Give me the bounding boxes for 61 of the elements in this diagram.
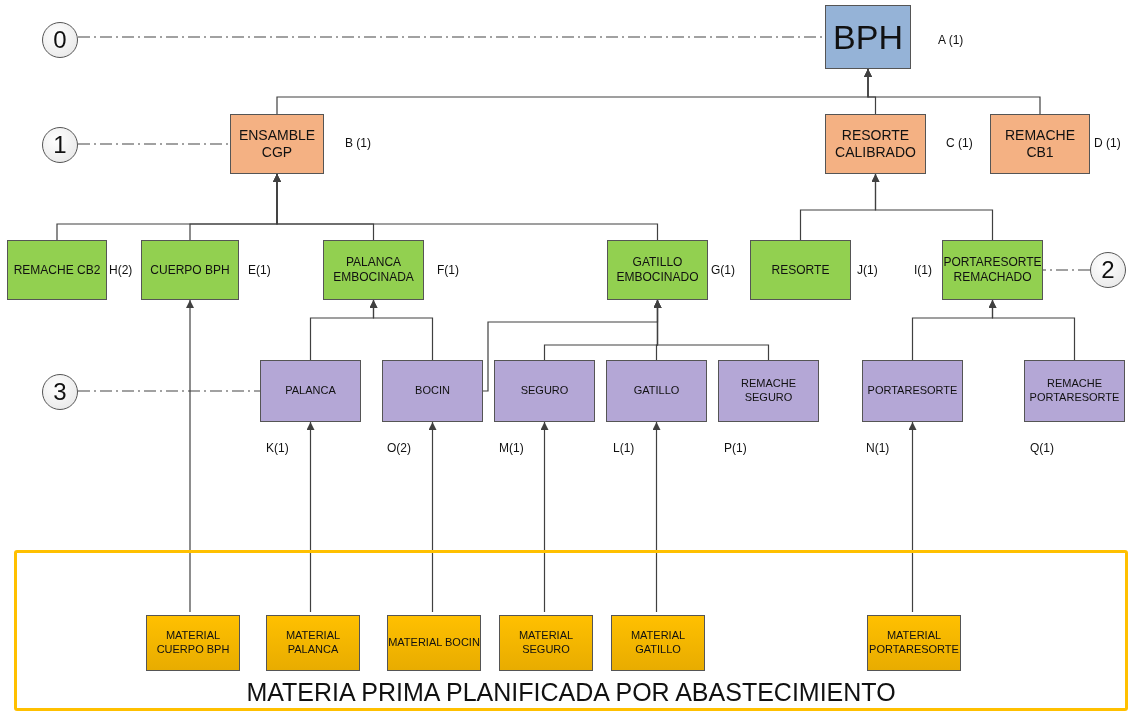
part-box: PORTARESORTE — [862, 360, 963, 422]
material-box: MATERIAL PORTARESORTE — [867, 615, 961, 671]
assembly-box: REMACHE CB1 — [990, 114, 1090, 174]
quantity-label: J(1) — [857, 263, 878, 277]
subassembly-box: REMACHE CB2 — [7, 240, 107, 300]
quantity-label: I(1) — [914, 263, 932, 277]
quantity-label: A (1) — [938, 33, 964, 47]
part-box: REMACHE PORTARESORTE — [1024, 360, 1125, 422]
subassembly-box: CUERPO BPH — [141, 240, 239, 300]
level-guide-line — [1042, 269, 1091, 271]
part-box: BOCIN — [382, 360, 483, 422]
part-box: GATILLO — [606, 360, 707, 422]
arrow — [652, 421, 661, 613]
quantity-label: N(1) — [866, 441, 890, 455]
level-circle: 2 — [1090, 252, 1126, 288]
quantity-label: G(1) — [711, 263, 735, 277]
subassembly-box: PALANCA EMBOCINADA — [323, 240, 424, 300]
arrow — [540, 421, 549, 613]
subassembly-box: GATILLO EMBOCINADO — [607, 240, 708, 300]
material-box: MATERIAL CUERPO BPH — [146, 615, 240, 671]
subassembly-box: RESORTE — [750, 240, 851, 300]
quantity-label: K(1) — [266, 441, 289, 455]
quantity-label: M(1) — [499, 441, 524, 455]
level-guide-line — [77, 390, 261, 392]
level-circle: 3 — [42, 374, 78, 410]
arrow — [653, 299, 770, 361]
arrow — [186, 299, 194, 613]
material-box: MATERIAL PALANCA — [266, 615, 360, 671]
assembly-box: ENSAMBLE CGP — [230, 114, 324, 174]
quantity-label: F(1) — [437, 263, 459, 277]
arrow — [988, 299, 1076, 361]
arrow — [871, 173, 994, 241]
level-circle: 1 — [42, 127, 78, 163]
quantity-label: C (1) — [946, 136, 973, 150]
product-box: BPH — [825, 5, 911, 69]
level-guide-line — [77, 143, 231, 145]
arrow — [273, 173, 659, 241]
subassembly-box: PORTARESORTE REMACHADO — [942, 240, 1043, 300]
arrow — [908, 421, 917, 613]
arrow — [369, 299, 434, 361]
quantity-label: O(2) — [387, 441, 411, 455]
part-box: REMACHE SEGURO — [718, 360, 819, 422]
part-box: PALANCA — [260, 360, 361, 422]
quantity-label: H(2) — [109, 263, 133, 277]
arrow — [864, 68, 1041, 115]
material-box: MATERIAL BOCIN — [387, 615, 481, 671]
quantity-label: Q(1) — [1030, 441, 1054, 455]
quantity-label: B (1) — [345, 136, 371, 150]
quantity-label: E(1) — [248, 263, 271, 277]
material-box: MATERIAL SEGURO — [499, 615, 593, 671]
raw-material-frame — [14, 550, 1128, 711]
level-circle: 0 — [42, 22, 78, 58]
quantity-label: L(1) — [613, 441, 635, 455]
quantity-label: P(1) — [724, 441, 747, 455]
quantity-label: D (1) — [1094, 136, 1121, 150]
assembly-box: RESORTE CALIBRADO — [825, 114, 926, 174]
arrow — [306, 421, 315, 613]
part-box: SEGURO — [494, 360, 595, 422]
frame-title: MATERIA PRIMA PLANIFICADA POR ABASTECIMIENTO — [245, 676, 897, 708]
material-box: MATERIAL GATILLO — [611, 615, 705, 671]
arrow — [428, 421, 437, 613]
